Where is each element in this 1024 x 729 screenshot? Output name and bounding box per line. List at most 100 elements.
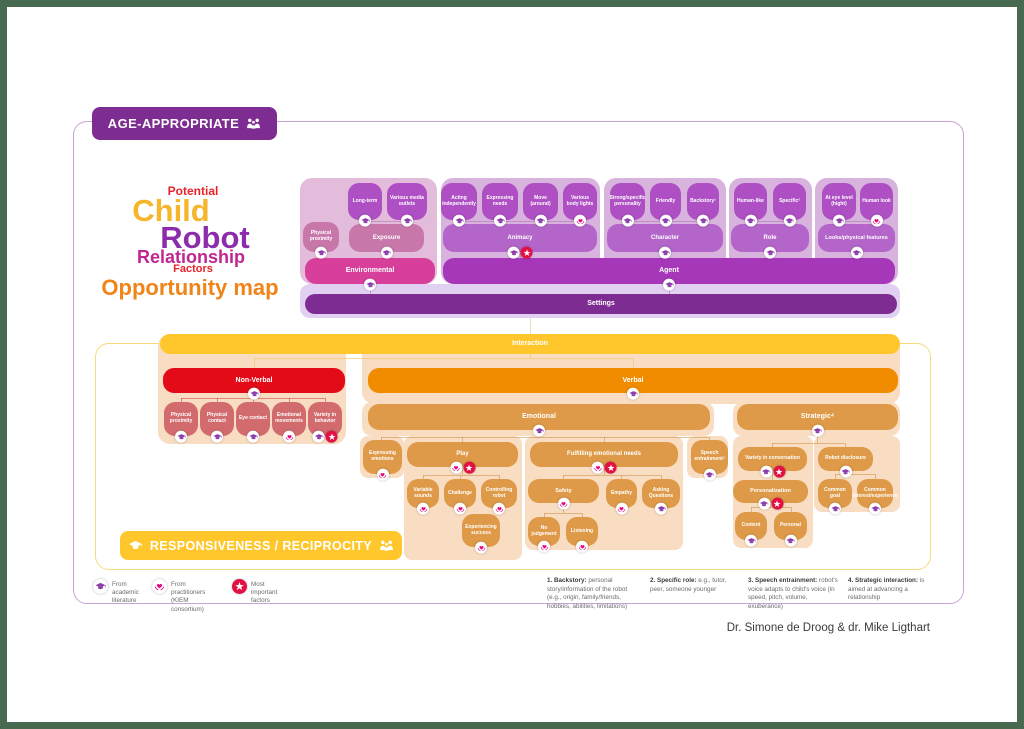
- connector-line: [751, 507, 752, 512]
- node-label: Content: [741, 522, 761, 529]
- node-character: Character: [607, 224, 723, 259]
- node-label: Friendly: [655, 197, 676, 204]
- important-star-icon: [773, 465, 785, 478]
- important-star-icon: [463, 461, 475, 474]
- node-controlling-robot: Controlling robot: [481, 479, 517, 515]
- connector-line: [458, 221, 580, 222]
- important-star-icon: [325, 430, 338, 443]
- node-variable-sounds: Variable sounds: [407, 479, 439, 515]
- connector-line: [254, 358, 255, 368]
- connector-line: [544, 513, 545, 517]
- academic-literature-icon: [829, 502, 841, 515]
- academic-literature-icon: [315, 246, 327, 259]
- important-star-icon: [771, 497, 783, 510]
- node-label: Asking Questions: [648, 486, 674, 499]
- academic-literature-icon: [380, 246, 393, 259]
- children-icon: [380, 540, 394, 551]
- practitioners-icon: [591, 461, 604, 474]
- title-potential: Potential: [167, 184, 219, 198]
- connector-line: [499, 475, 500, 479]
- node-personalization: Personalization: [733, 480, 808, 510]
- academic-literature-icon: [850, 246, 863, 259]
- node-expressing-needs: Expressing needs: [482, 183, 518, 227]
- connector-line: [839, 221, 876, 222]
- node-expressing-emotions: Expressing emotions: [363, 440, 402, 481]
- node-backstory: Backstory¹: [687, 183, 719, 227]
- practitioners-icon: [417, 502, 429, 515]
- node-label: Play: [456, 451, 469, 458]
- connector-line: [751, 507, 791, 508]
- node-label: Move (around): [530, 194, 551, 207]
- connector-line: [709, 437, 710, 440]
- academic-literature-icon: [764, 246, 776, 259]
- node-label: Variety in conversation: [745, 455, 800, 462]
- age-appropriate-banner: AGE-APPROPRIATE: [92, 107, 277, 140]
- node-label: Expressing needs: [486, 194, 514, 207]
- academic-literature-icon: [621, 214, 634, 227]
- node-label: Speech entrainment³: [694, 450, 725, 462]
- node-label: Controlling robot: [485, 486, 513, 499]
- node-long-term: Long-term: [348, 183, 382, 227]
- node-speech-entrainment: Speech entrainment³: [691, 440, 728, 481]
- node-label: Long-term: [352, 197, 378, 204]
- practitioners-icon: [152, 579, 167, 594]
- node-label: Human-like: [737, 197, 764, 204]
- practitioners-icon: [615, 502, 628, 515]
- connector-line: [661, 475, 662, 479]
- node-label: Human look: [862, 197, 891, 204]
- practitioners-icon: [376, 468, 389, 481]
- academic-literature-icon: [494, 214, 506, 227]
- node-exposure: Exposure: [349, 224, 424, 259]
- node-label: Various media outlets: [390, 194, 424, 207]
- academic-literature-icon: [745, 534, 757, 547]
- connector-line: [791, 507, 792, 512]
- node-label: Variety in behavior: [313, 412, 337, 424]
- academic-literature-icon: [760, 465, 772, 478]
- node-label: Eye contact: [238, 415, 268, 422]
- practitioners-icon: [152, 579, 167, 594]
- node-no-judgement: No judgement: [528, 517, 560, 553]
- connector-line: [530, 318, 531, 334]
- node-various-media-outlets: Various media outlets: [387, 183, 427, 227]
- node-label: Fulfilling emotional needs: [566, 451, 641, 458]
- node-label: Emotional: [522, 413, 556, 421]
- academic-literature-icon: [93, 579, 108, 594]
- connector-line: [875, 474, 876, 479]
- node-nv-eye-contact: Eye contact: [236, 402, 270, 443]
- academic-literature-icon: [655, 502, 667, 515]
- connector-line: [217, 398, 218, 402]
- node-safety: Safety: [528, 479, 599, 510]
- node-experiencing-success: Experiencing success: [462, 514, 500, 554]
- node-interaction: Interaction: [160, 334, 900, 354]
- node-label: Strong/specific personality: [609, 194, 646, 207]
- node-label: Role: [763, 234, 777, 241]
- academic-literature-icon: [364, 278, 376, 291]
- legend-item-practitioners: From practitioners (KIEM consortium): [152, 579, 205, 614]
- node-common-interest-experience: Common interest/experience: [852, 479, 898, 515]
- node-label: Listening: [570, 527, 594, 534]
- academic-literature-icon: [839, 465, 852, 478]
- connector-line: [423, 475, 499, 476]
- node-label: Robot disclosure: [825, 455, 866, 462]
- node-label: Common interest/experience: [852, 486, 898, 499]
- academic-literature-icon: [833, 214, 845, 227]
- node-robot-disclosure: Robot disclosure: [818, 447, 873, 478]
- node-label: Strategic⁴: [800, 413, 835, 421]
- academic-literature-icon: [401, 214, 413, 227]
- academic-literature-icon: [869, 502, 881, 515]
- connector-line: [582, 513, 583, 517]
- connector-line: [633, 358, 634, 368]
- important-star-icon: [604, 461, 617, 474]
- node-settings: Settings: [305, 294, 897, 314]
- academic-literature-icon: [534, 214, 547, 227]
- important-star-icon: [232, 579, 247, 594]
- connector-line: [772, 443, 845, 444]
- node-physical-proximity-env: Physical proximity: [303, 222, 339, 259]
- connector-line: [845, 443, 846, 447]
- connector-line: [423, 475, 424, 479]
- responsiveness-banner: RESPONSIVENESS / RECIPROCITY: [120, 531, 402, 560]
- important-star-icon: [520, 246, 533, 259]
- node-label: Acting independently: [442, 194, 476, 207]
- node-label: Empathy: [610, 489, 633, 496]
- footnote-speech-entrainment: 3. Speech entrainment: robot's voice ada…: [748, 577, 838, 610]
